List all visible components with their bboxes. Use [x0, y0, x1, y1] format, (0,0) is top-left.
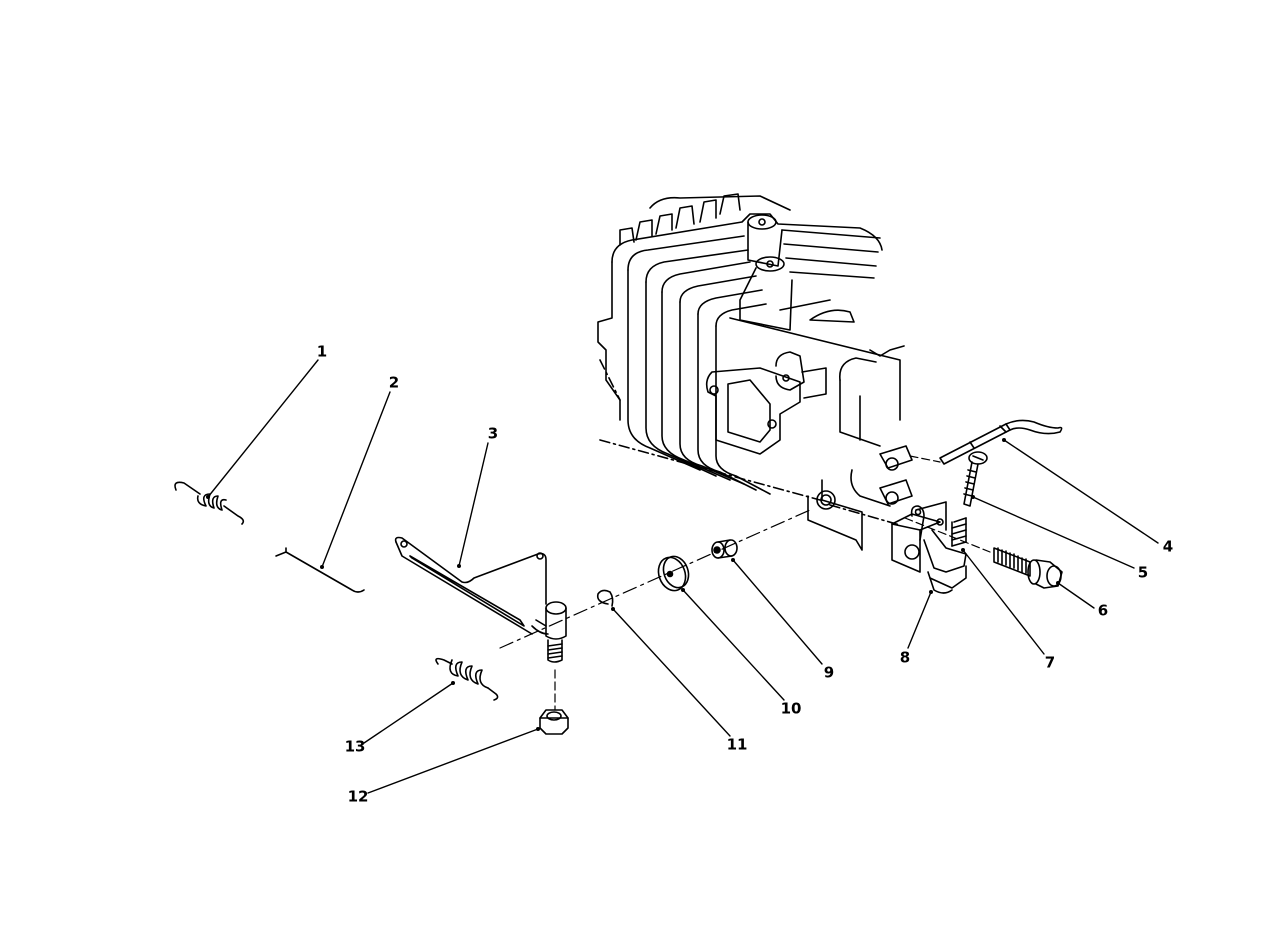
- part-7-compression-spring: [951, 517, 967, 547]
- callout-1: 1: [316, 342, 328, 361]
- bolt-centerline: [904, 455, 991, 553]
- leader-4: [1003, 439, 1159, 544]
- part-2-link-rod: [275, 547, 365, 593]
- part-3-governor-lever: [394, 536, 567, 663]
- callout-8: 8: [899, 648, 911, 667]
- leader-12: [367, 728, 539, 794]
- callout-7: 7: [1044, 653, 1056, 672]
- leader-3: [458, 442, 489, 567]
- leader-7: [962, 549, 1045, 655]
- part-12-hex-nut: [539, 709, 569, 735]
- callout-13: 13: [344, 737, 366, 756]
- part-10-washer: [657, 555, 690, 592]
- part-4-throttle-rod: [939, 419, 1063, 465]
- callout-3: 3: [487, 424, 499, 443]
- leader-13: [363, 682, 454, 744]
- part-13-large-spring: [435, 657, 499, 701]
- part-1-small-spring: [174, 481, 245, 525]
- leader-11: [612, 608, 731, 737]
- callout-5: 5: [1137, 563, 1149, 582]
- leader-10: [682, 589, 785, 701]
- part-9-bushing: [711, 539, 738, 559]
- callout-11: 11: [726, 735, 748, 754]
- part-5-screw: [963, 451, 988, 507]
- part-8-throttle-bracket: [891, 501, 967, 594]
- leader-lines: [207, 359, 1159, 794]
- callout-9: 9: [823, 663, 835, 682]
- callout-2: 2: [388, 373, 400, 392]
- engine-cylinder-block: [597, 193, 913, 551]
- leader-9: [732, 559, 823, 665]
- part-6-flange-bolt: [993, 547, 1063, 589]
- leader-5: [972, 496, 1135, 569]
- leader-2: [321, 391, 391, 568]
- leader-6: [1057, 582, 1095, 609]
- callout-10: 10: [780, 699, 802, 718]
- part-11-e-clip: [596, 589, 614, 607]
- leader-dots: [206, 438, 1060, 731]
- callout-12: 12: [347, 787, 369, 806]
- leader-1: [207, 359, 319, 498]
- leader-8: [907, 591, 932, 649]
- callout-4: 4: [1162, 537, 1174, 556]
- callout-6: 6: [1097, 601, 1109, 620]
- assembly-centerline: [499, 509, 811, 649]
